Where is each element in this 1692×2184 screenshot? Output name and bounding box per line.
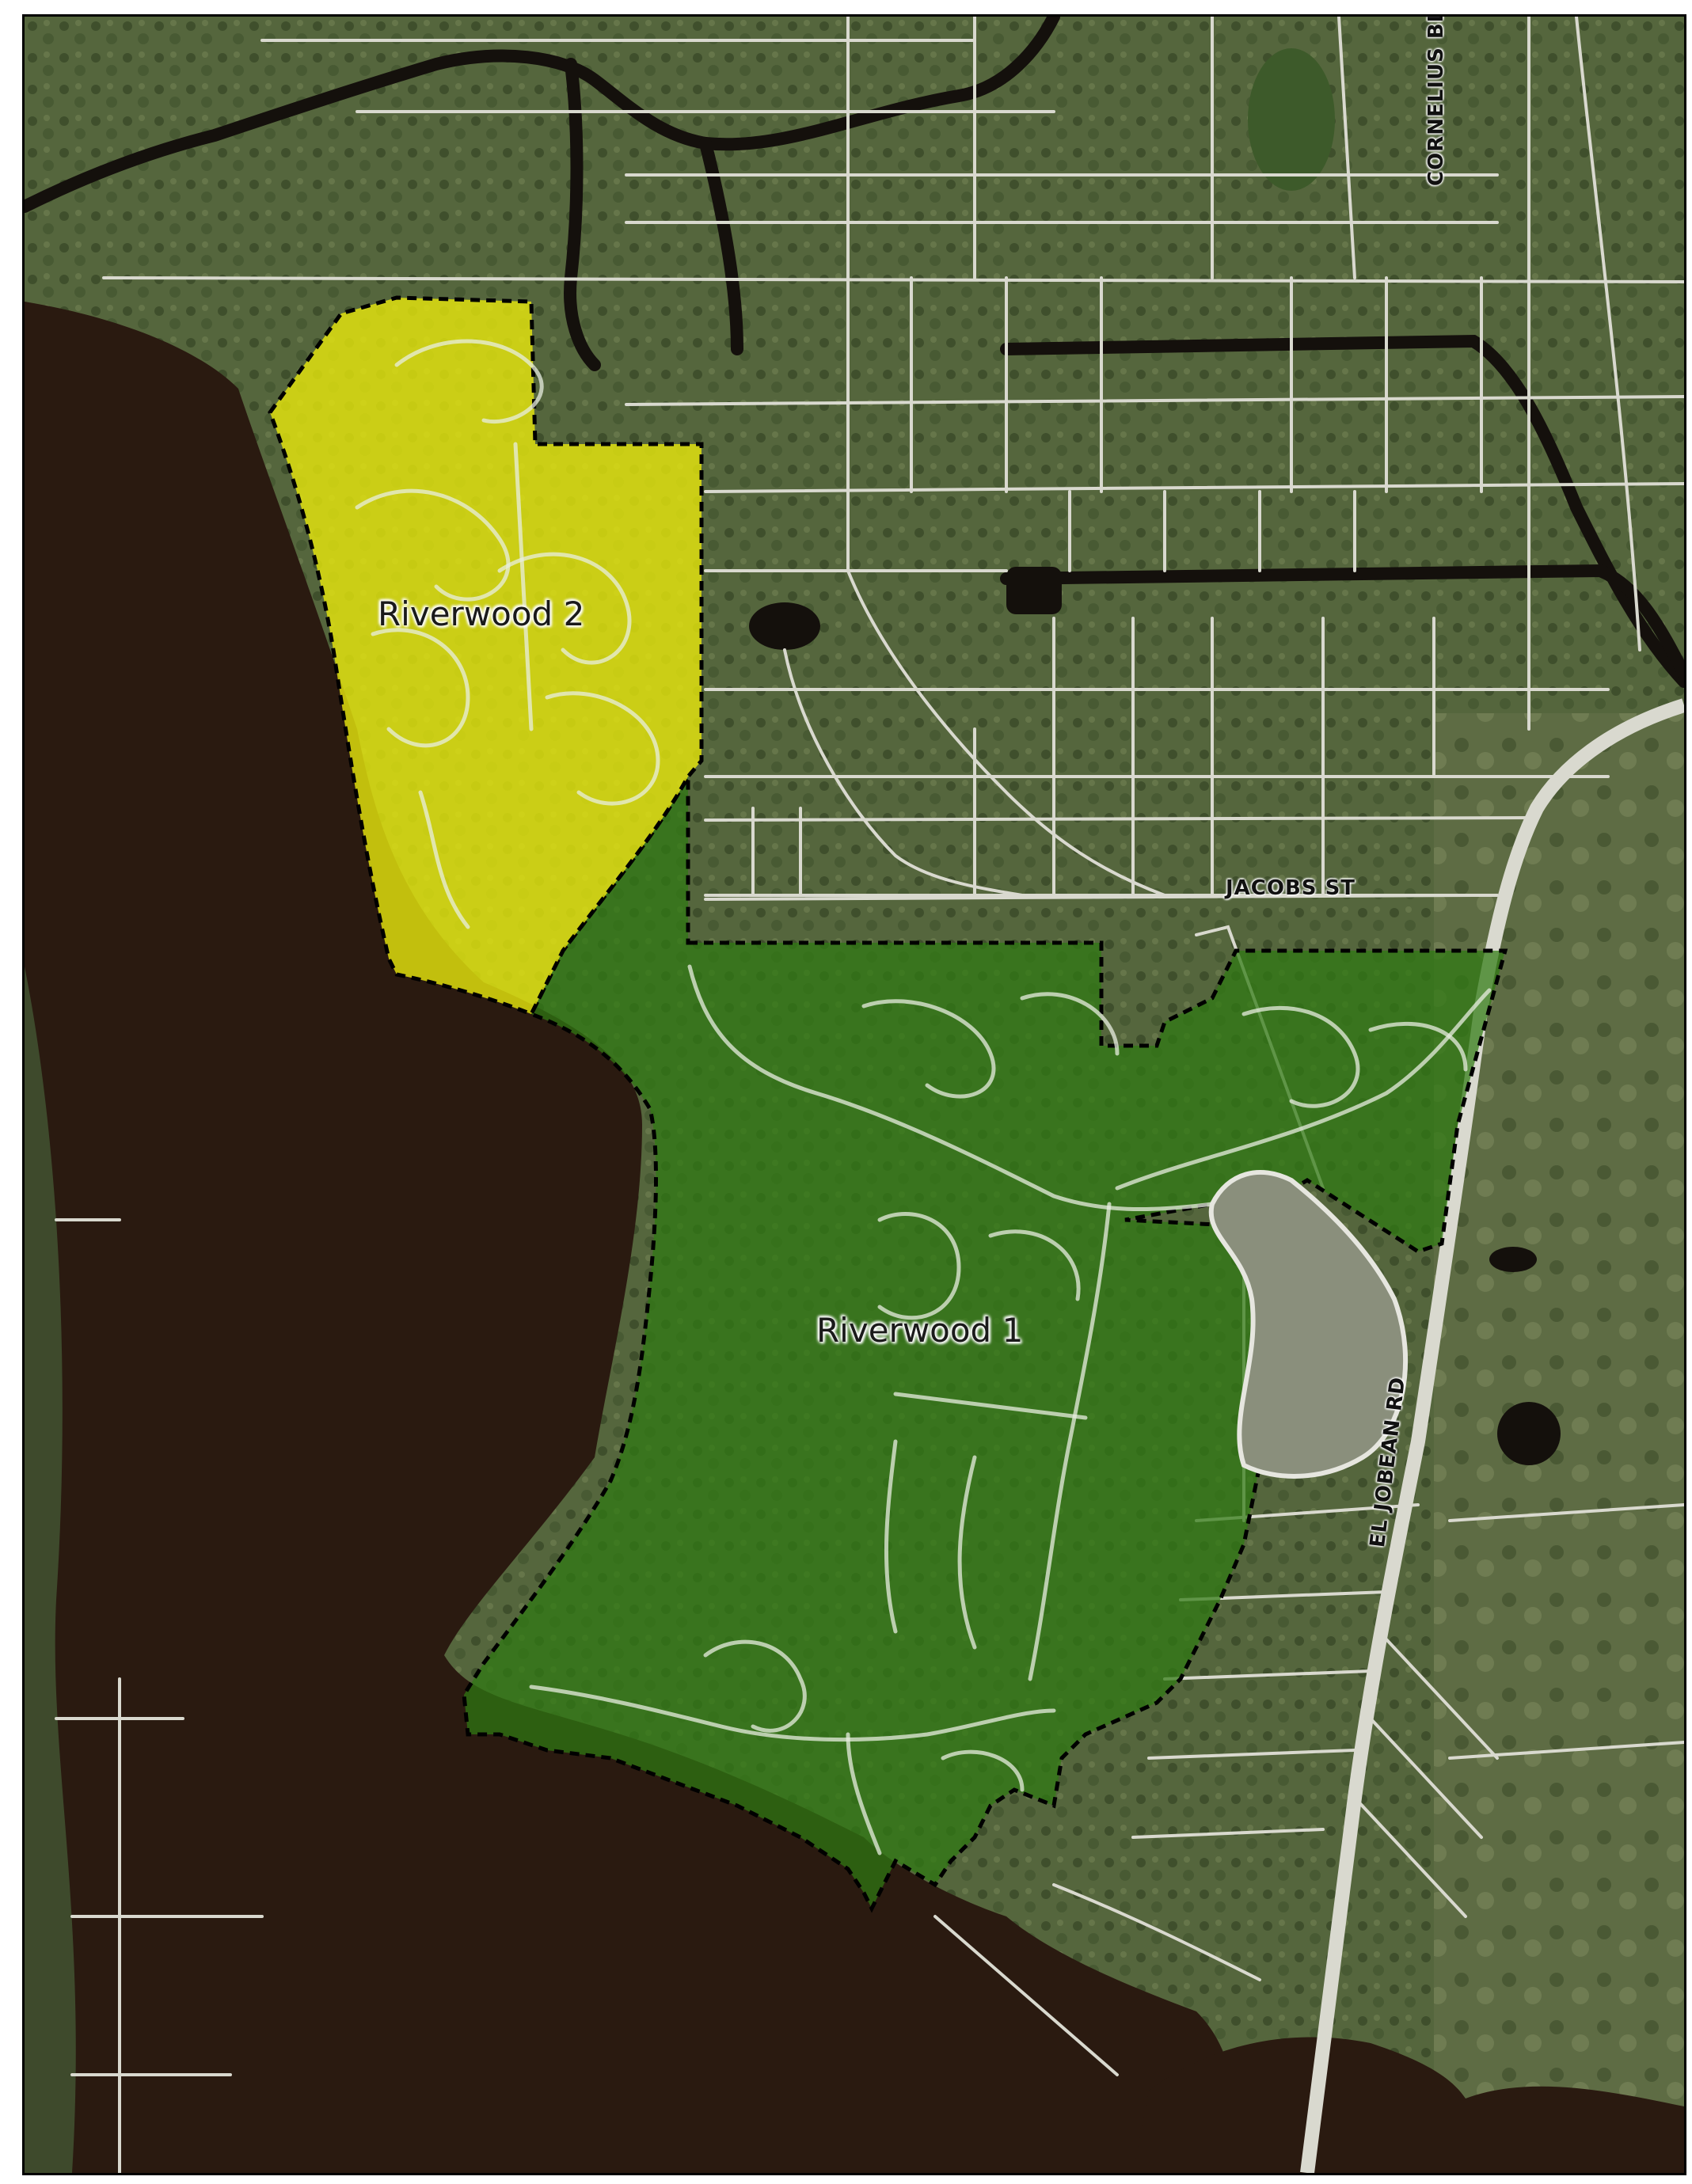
pond-north — [749, 602, 820, 650]
riverwood-2-area[interactable] — [268, 295, 704, 1017]
adjacent-subdivision — [1208, 1170, 1409, 1479]
pond-central — [1006, 567, 1062, 614]
canals — [25, 17, 1684, 688]
west-shore — [25, 967, 76, 2173]
pond-east-1 — [1497, 1402, 1561, 1465]
river-mouth-south — [1133, 2037, 1684, 2173]
map-frame: Riverwood 2 Riverwood 1 JACOBS ST CORNEL… — [22, 14, 1686, 2175]
jacobs-st-label: JACOBS ST — [1226, 876, 1356, 900]
riverwood-2-label: Riverwood 2 — [378, 594, 585, 633]
cornelius-blvd-label: CORNELIUS BLVD — [1424, 14, 1448, 186]
pond-northeast — [1248, 48, 1335, 191]
river-water — [25, 302, 1307, 2173]
road-network — [55, 17, 1684, 2173]
pond-east-2 — [1489, 1247, 1537, 1272]
riverwood-1-area[interactable] — [462, 775, 1508, 1913]
aerial-map[interactable] — [25, 17, 1684, 2173]
riverwood-1-label: Riverwood 1 — [816, 1311, 1024, 1350]
el-jobean-road — [1300, 698, 1684, 2173]
subdivision-streets — [355, 339, 1492, 1855]
